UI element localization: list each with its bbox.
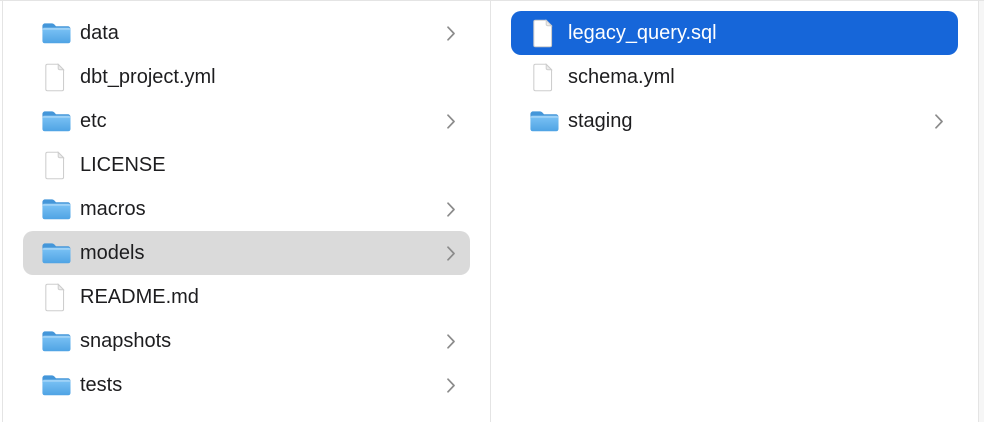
file-icon xyxy=(44,282,65,311)
row-README.md[interactable]: README.md xyxy=(23,275,470,319)
row-icon-slot xyxy=(39,369,71,401)
finder-column-2: legacy_query.sql xyxy=(491,1,978,422)
row-dbt_project.yml[interactable]: dbt_project.yml xyxy=(23,55,470,99)
chevron-right-icon xyxy=(438,333,456,350)
item-label: macros xyxy=(80,197,146,220)
folder-icon xyxy=(41,375,71,396)
folder-icon xyxy=(41,199,71,220)
item-label: README.md xyxy=(80,285,199,308)
folder-icon xyxy=(41,111,71,132)
item-label: etc xyxy=(80,109,107,132)
row-macros[interactable]: macros xyxy=(23,187,470,231)
toolbar-bottom-border xyxy=(0,0,984,1)
row-data[interactable]: data xyxy=(23,11,470,55)
row-snapshots[interactable]: snapshots xyxy=(23,319,470,363)
item-label: data xyxy=(80,21,119,44)
row-LICENSE[interactable]: LICENSE xyxy=(23,143,470,187)
row-icon-slot xyxy=(39,325,71,357)
chevron-right-icon xyxy=(926,113,944,130)
item-label: dbt_project.yml xyxy=(80,65,216,88)
row-icon-slot xyxy=(39,149,71,181)
item-label: LICENSE xyxy=(80,153,166,176)
item-label: schema.yml xyxy=(568,65,675,88)
chevron-right-icon xyxy=(438,25,456,42)
row-icon-slot xyxy=(39,105,71,137)
finder-column-1: data dbt_pr xyxy=(3,1,490,422)
item-label: tests xyxy=(80,373,123,396)
row-icon-slot xyxy=(39,17,71,49)
chevron-right-icon xyxy=(438,113,456,130)
chevron-right-icon xyxy=(438,377,456,394)
row-icon-slot xyxy=(39,193,71,225)
file-icon xyxy=(532,62,553,91)
row-tests[interactable]: tests xyxy=(23,363,470,407)
row-icon-slot xyxy=(527,17,559,49)
folder-icon xyxy=(41,23,71,44)
row-icon-slot xyxy=(527,61,559,93)
next-column-strip xyxy=(979,1,984,422)
row-icon-slot xyxy=(39,61,71,93)
item-label: models xyxy=(80,241,145,264)
row-etc[interactable]: etc xyxy=(23,99,470,143)
file-icon xyxy=(532,18,553,47)
row-legacy_query.sql[interactable]: legacy_query.sql xyxy=(511,11,958,55)
item-label: staging xyxy=(568,109,633,132)
row-schema.yml[interactable]: schema.yml xyxy=(511,55,958,99)
folder-icon xyxy=(41,243,71,264)
row-icon-slot xyxy=(527,105,559,137)
row-icon-slot xyxy=(39,281,71,313)
item-label: legacy_query.sql xyxy=(568,21,717,44)
row-staging[interactable]: staging xyxy=(511,99,958,143)
folder-icon xyxy=(529,111,559,132)
folder-icon xyxy=(41,331,71,352)
column-divider-1[interactable] xyxy=(490,0,491,422)
row-icon-slot xyxy=(39,237,71,269)
chevron-right-icon xyxy=(438,201,456,218)
item-label: snapshots xyxy=(80,329,172,352)
chevron-right-icon xyxy=(438,245,456,262)
file-icon xyxy=(44,62,65,91)
file-icon xyxy=(44,150,65,179)
column-divider-2[interactable] xyxy=(978,0,979,422)
row-models[interactable]: models xyxy=(23,231,470,275)
left-edge-line xyxy=(2,0,3,422)
